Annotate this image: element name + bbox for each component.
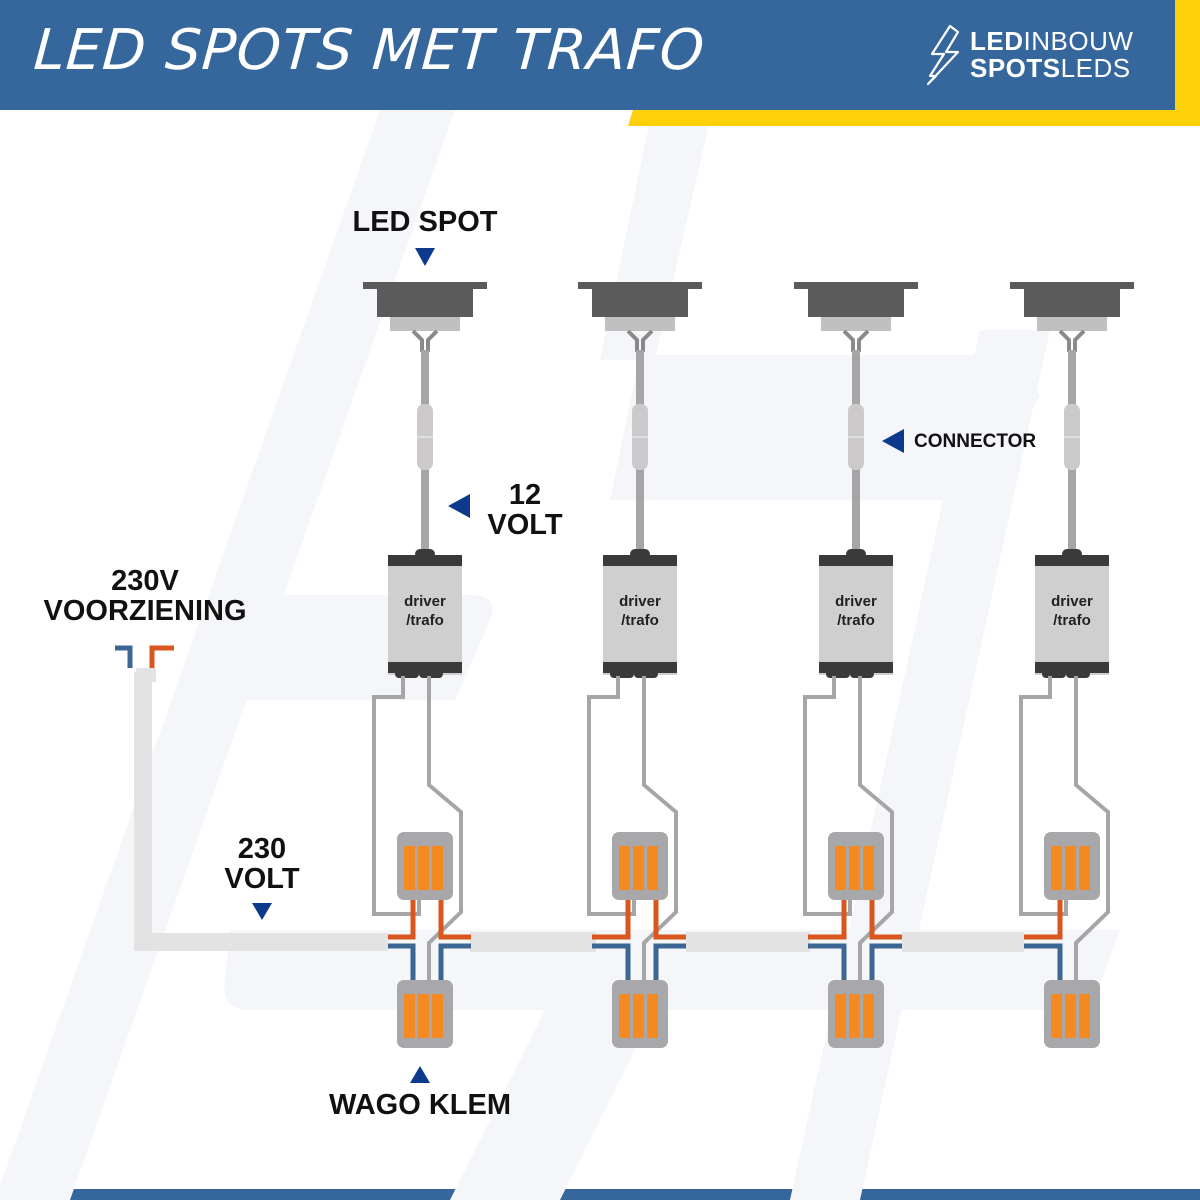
wago-arrow-icon: [410, 1066, 430, 1083]
wago-clamp-bottom-icon: [612, 980, 668, 1048]
wago-clamp-bottom-icon: [828, 980, 884, 1048]
supply-label: 230V VOORZIENING: [30, 566, 260, 627]
footer-bar: [0, 1189, 1200, 1200]
wago-clamp-top-icon: [1044, 832, 1100, 900]
wago-clamp-top-icon: [612, 832, 668, 900]
driver-input-wires: [1019, 676, 1110, 1012]
driver-input-wires: [803, 676, 894, 1012]
driver-label: driver/trafo: [385, 592, 465, 630]
led-unit-4: [1010, 282, 1134, 1048]
wago-clamp-bottom-icon: [1044, 980, 1100, 1048]
wago-label: WAGO KLEM: [328, 1089, 512, 1121]
background-bolt-shape: [0, 110, 1120, 1200]
volt12-label: 12 VOLT: [480, 480, 570, 541]
driver-input-wires: [372, 676, 463, 1012]
led-spot-label: LED SPOT: [352, 206, 498, 238]
driver-label: driver/trafo: [600, 592, 680, 630]
connector-arrow-icon: [882, 429, 904, 453]
driver-label-line1: driver: [619, 593, 661, 610]
driver-trafo-icon: [1035, 549, 1109, 678]
driver-label-line2: /trafo: [406, 612, 444, 629]
header-accent-edge: [1175, 0, 1200, 126]
led-unit-1: [363, 282, 487, 1048]
page-title: LED SPOTS MET TRAFO: [31, 18, 708, 83]
driver-label-line1: driver: [835, 593, 877, 610]
driver-label-line2: /trafo: [1053, 612, 1091, 629]
led-spot-arrow-icon: [415, 248, 435, 266]
driver-label-line1: driver: [404, 593, 446, 610]
logo-wordmark: LEDINBOUW SPOTSLEDS: [970, 28, 1133, 82]
volt230-label-number: 230: [237, 833, 287, 865]
logo-text-spots: SPOTS: [970, 53, 1061, 83]
wago-clamp-top-icon: [828, 832, 884, 900]
led-spot-icon: [1010, 282, 1134, 352]
led-unit-3: [794, 282, 918, 1048]
driver-label: driver/trafo: [1032, 592, 1112, 630]
driver-label-line1: driver: [1051, 593, 1093, 610]
led-spot-icon: [363, 282, 487, 352]
driver-label: driver/trafo: [816, 592, 896, 630]
live-neutral-wires: [1024, 900, 1063, 985]
connector-icon: [417, 404, 433, 470]
mains-cable-segments: [470, 932, 1024, 952]
live-neutral-wires: [592, 900, 686, 985]
supply-label-text: VOORZIENING: [43, 595, 247, 628]
driver-input-wires: [587, 676, 678, 1012]
connector-icon: [848, 404, 864, 470]
led-spot-icon: [794, 282, 918, 352]
volt230-arrow-icon: [252, 903, 272, 920]
logo-text-inbouw: INBOUW: [1023, 26, 1134, 56]
logo-text-led: LED: [970, 26, 1024, 56]
wago-clamp-top-icon: [397, 832, 453, 900]
brand-logo: LEDINBOUW SPOTSLEDS: [926, 24, 1133, 86]
volt230-label-unit: VOLT: [224, 863, 300, 896]
volt230-label: 230 VOLT: [212, 834, 312, 895]
live-neutral-wires: [388, 900, 471, 985]
connector-label: CONNECTOR: [914, 431, 1037, 452]
driver-trafo-icon: [603, 549, 677, 678]
connector-icon: [632, 404, 648, 470]
logo-text-leds: LEDS: [1060, 53, 1131, 83]
volt12-arrow-icon: [448, 494, 470, 518]
volt12-label-unit: VOLT: [487, 509, 563, 542]
led-unit-2: [578, 282, 702, 1048]
driver-trafo-icon: [388, 549, 462, 678]
wago-clamp-bottom-icon: [397, 980, 453, 1048]
mains-supply-cable: [115, 645, 388, 951]
driver-label-line2: /trafo: [621, 612, 659, 629]
supply-label-voltage: 230V: [111, 565, 179, 597]
connector-icon: [1064, 404, 1080, 470]
lightning-bolt-icon: [926, 24, 960, 86]
driver-label-line2: /trafo: [837, 612, 875, 629]
header-banner: [0, 0, 1175, 110]
pointer-arrows: [252, 248, 904, 1083]
driver-trafo-icon: [819, 549, 893, 678]
volt12-label-number: 12: [508, 479, 542, 511]
led-spot-icon: [578, 282, 702, 352]
live-neutral-wires: [808, 900, 902, 985]
